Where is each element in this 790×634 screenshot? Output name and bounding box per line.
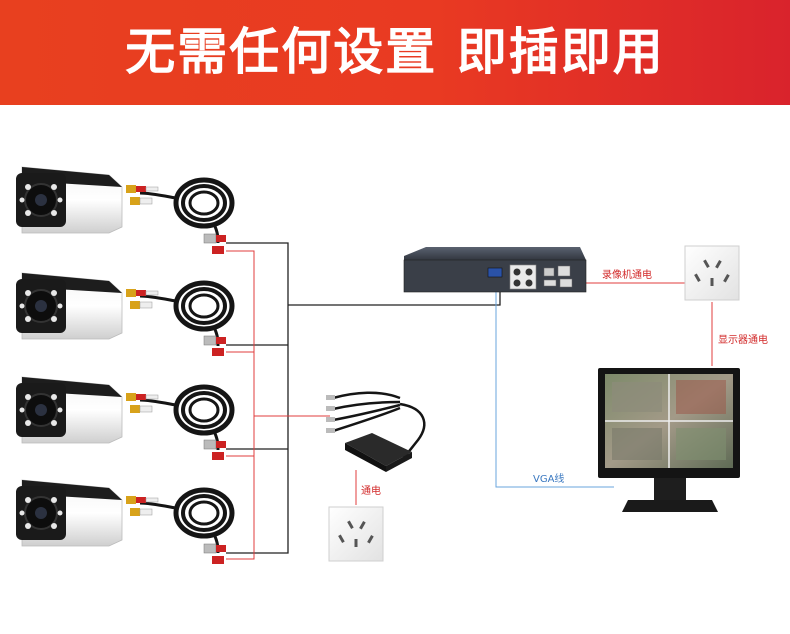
camera-3 [16,376,123,444]
banner-title: 无需任何设置 即插即用 [125,23,665,81]
camera-1 [16,166,123,234]
wiring-diagram: 录像机通电 显示器通电 通电 VGA线 [16,166,768,564]
camera-connectors [126,185,159,516]
camera-2 [16,272,123,340]
splitter-plugs [326,395,335,433]
vga-cable-label: VGA线 [533,472,564,485]
power-cables [226,250,713,560]
lcd-monitor [598,368,740,512]
dvr-recorder [403,247,587,293]
camera-4 [16,479,123,547]
camera-power-label: 通电 [361,484,381,497]
recorder-power-label: 录像机通电 [602,268,652,281]
cable-coil-3 [139,384,235,451]
vga-cable [495,290,614,488]
wall-socket-recorder [684,245,740,301]
wall-socket-camera [328,506,384,562]
trunk-connectors [203,233,226,564]
video-cables [226,242,501,554]
header-banner: 无需任何设置 即插即用 [0,0,790,105]
power-adapter [345,433,412,472]
monitor-power-label: 显示器通电 [718,333,768,346]
cable-coil-1 [139,177,235,244]
